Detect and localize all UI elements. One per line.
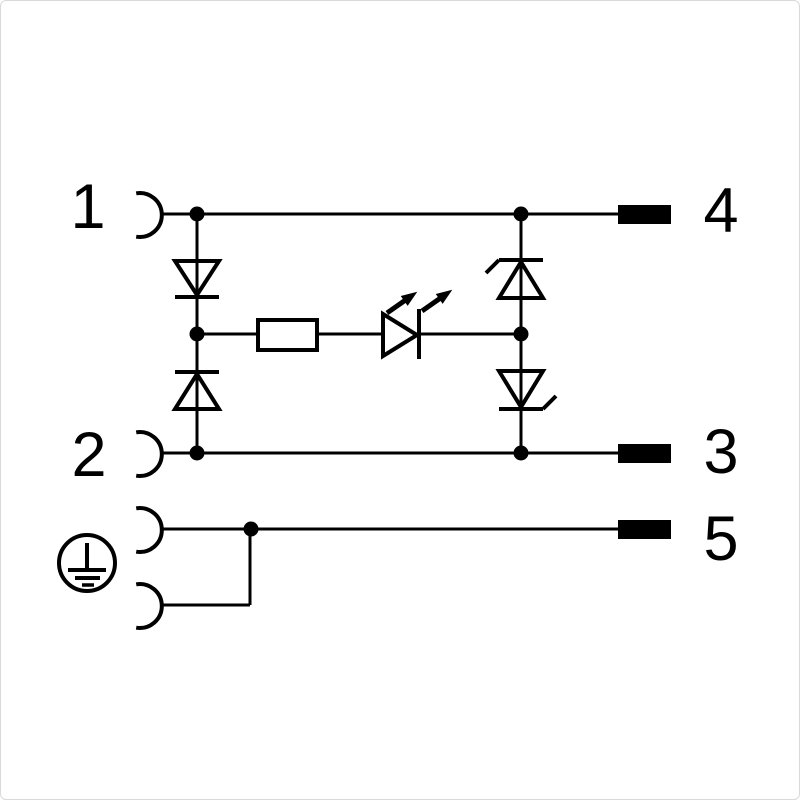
protective-earth-icon [57, 533, 117, 593]
socket-contact-pin2-icon [135, 430, 164, 478]
junction-dot [189, 326, 205, 342]
junction-dot [513, 206, 529, 222]
resistor-icon [256, 318, 319, 352]
pin-3-label: 3 [703, 417, 738, 487]
led-icon [381, 289, 453, 360]
junction-dot [513, 326, 529, 342]
junction-dot [243, 521, 259, 537]
pin-5-label: 5 [703, 504, 738, 574]
led-arrow-icon [385, 291, 418, 316]
pin-4-label: 4 [703, 176, 738, 246]
terminal-pin4-icon [618, 205, 671, 224]
zener-diode-right-bottom-icon [495, 369, 558, 411]
diode-left-top-icon [171, 259, 223, 299]
junction-dot [189, 445, 205, 461]
socket-contact-pe-bottom-icon [135, 582, 164, 630]
led-arrow-icon [420, 289, 453, 314]
terminal-pin5-icon [618, 520, 671, 539]
pin-1-label: 1 [70, 172, 105, 242]
socket-contact-pe-top-icon [135, 506, 164, 554]
pin-2-label: 2 [71, 420, 106, 490]
terminal-pin3-icon [618, 444, 671, 463]
junction-dot [513, 445, 529, 461]
zener-diode-right-top-icon [484, 258, 547, 300]
socket-contact-pin1-icon [135, 191, 164, 239]
junction-dot [189, 206, 205, 222]
diode-left-bottom-icon [171, 370, 223, 411]
